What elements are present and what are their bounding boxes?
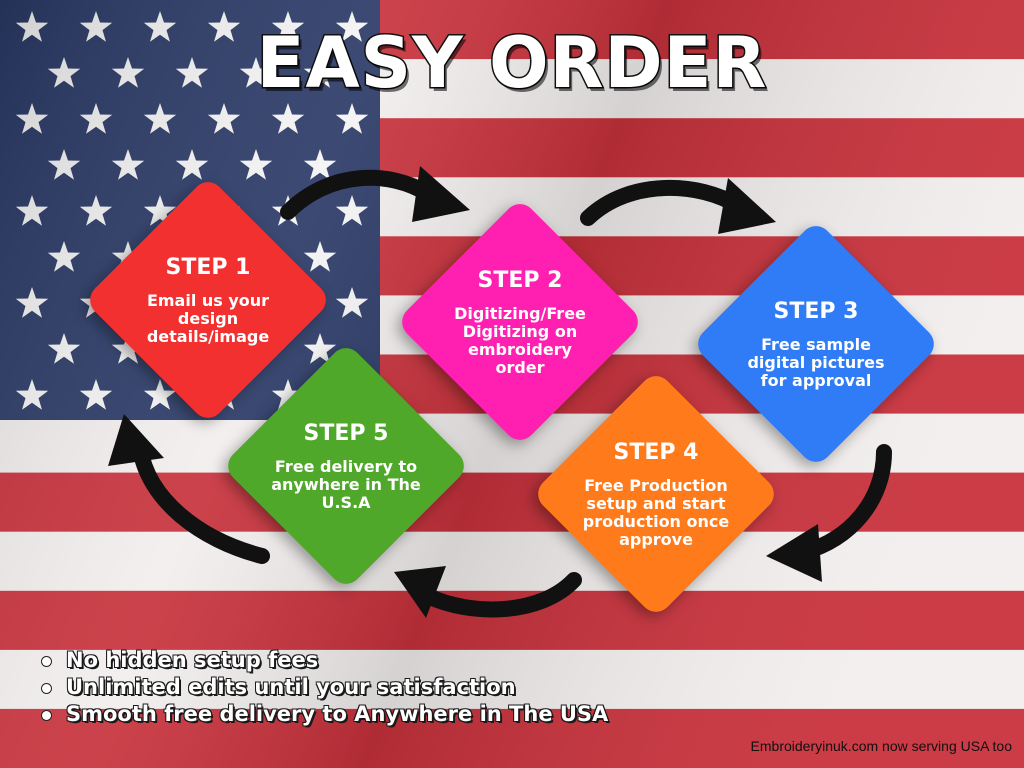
step-3-desc: Free sample digital pictures for approva… [747, 334, 885, 390]
step-4-desc: Free Production setup and start producti… [582, 475, 730, 549]
step-4-title: STEP 4 [613, 439, 699, 465]
step-5-card: STEP 5 Free delivery to anywhere in The … [216, 336, 476, 596]
bullet-dot-icon [42, 657, 51, 666]
bullet-dot-icon [42, 711, 51, 720]
step-1-card: STEP 1 Email us your design details/imag… [78, 170, 338, 430]
step-1-title: STEP 1 [165, 254, 251, 280]
benefit-item: No hidden setup fees [40, 648, 608, 672]
step-1-desc: Email us your design details/image [146, 290, 270, 346]
step-2-desc: Digitizing/Free Digitizing on embroidery… [454, 303, 586, 377]
benefit-text: Unlimited edits until your satisfaction [66, 675, 516, 699]
page-title: EASY ORDER [255, 21, 768, 106]
benefits-list: No hidden setup fees Unlimited edits unt… [40, 648, 608, 729]
benefit-text: Smooth free delivery to Anywhere in The … [66, 702, 609, 726]
benefit-item: Smooth free delivery to Anywhere in The … [40, 702, 608, 726]
step-5-title: STEP 5 [303, 420, 389, 446]
step-3-card: STEP 3 Free sample digital pictures for … [686, 214, 946, 474]
step-4-card: STEP 4 Free Production setup and start p… [526, 364, 786, 624]
footer-note: Embroideryinuk.com now serving USA too [750, 738, 1012, 754]
step-2-title: STEP 2 [477, 267, 563, 293]
step-2-card: STEP 2 Digitizing/Free Digitizing on emb… [390, 192, 650, 452]
step-5-desc: Free delivery to anywhere in The U.S.A [271, 456, 421, 512]
bullet-dot-icon [42, 684, 51, 693]
step-3-title: STEP 3 [773, 298, 859, 324]
benefit-text: No hidden setup fees [66, 648, 319, 672]
benefit-item: Unlimited edits until your satisfaction [40, 675, 608, 699]
